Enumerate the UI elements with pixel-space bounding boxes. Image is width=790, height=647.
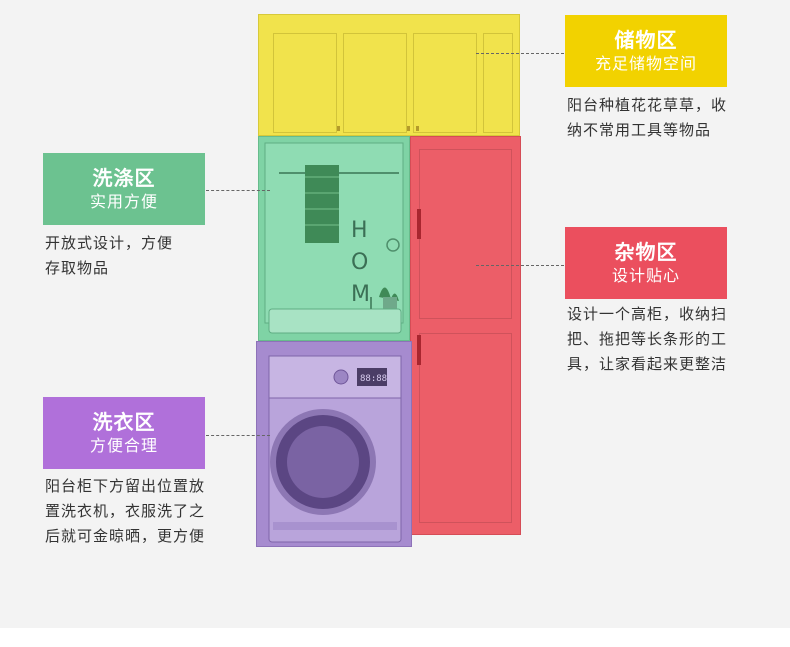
- door-handle: [417, 209, 421, 239]
- hanging-ornament: [386, 238, 400, 252]
- door-handle: [417, 335, 421, 365]
- laundry-zone-title: 洗衣区: [92, 410, 156, 434]
- washing-zone-title: 洗涤区: [92, 166, 156, 190]
- tall-cabinet-door-upper: [419, 149, 512, 319]
- washing-zone-highlight: H O M: [258, 136, 410, 341]
- display-readout: 88:88: [360, 374, 387, 384]
- washing-zone-subtitle: 实用方便: [89, 192, 158, 211]
- washing-machine-drawing: 88:88: [268, 355, 402, 543]
- storage-zone-highlight: [258, 14, 520, 136]
- display-screen: [357, 368, 387, 386]
- storage-zone-subtitle: 充足储物空间: [594, 54, 697, 73]
- leader-line-storage: [476, 53, 564, 54]
- laundry-zone-label: 洗衣区 方便合理: [43, 397, 205, 469]
- misc-zone-subtitle: 设计贴心: [611, 266, 680, 285]
- laundry-zone-description: 阳台柜下方留出位置放 置洗衣机，衣服洗了之 后就可金晾晒，更方便: [45, 477, 206, 545]
- illustration-canvas: H O M 88:88: [0, 0, 790, 628]
- wall-letter: H: [351, 218, 368, 243]
- leader-line-washing: [206, 190, 270, 191]
- program-dial: [333, 369, 349, 385]
- washer-drum: [287, 426, 359, 498]
- leader-line-misc: [476, 265, 564, 266]
- upper-cabinet-door: [413, 33, 477, 133]
- misc-zone-label: 杂物区 设计贴心: [565, 227, 727, 299]
- washing-zone-label: 洗涤区 实用方便: [43, 153, 205, 225]
- misc-zone-highlight: [410, 136, 521, 535]
- leader-line-laundry: [206, 435, 270, 436]
- misc-zone-description: 设计一个高柜，收纳扫 把、拖把等长条形的工 具，让家看起来更整洁: [567, 305, 728, 373]
- tall-cabinet-door-lower: [419, 333, 512, 523]
- washing-area-drawing: H O M: [264, 142, 404, 334]
- storage-zone-label: 储物区 充足储物空间: [565, 15, 727, 87]
- upper-cabinet-door: [343, 33, 407, 133]
- washing-zone-description: 开放式设计，方便 存取物品: [45, 234, 174, 277]
- upper-cabinet-door: [273, 33, 337, 133]
- wall-letter: O: [351, 250, 368, 275]
- laundry-zone-highlight: 88:88: [256, 341, 412, 547]
- misc-zone-title: 杂物区: [614, 240, 678, 264]
- wall-letter: M: [351, 282, 370, 307]
- storage-zone-title: 储物区: [614, 28, 678, 52]
- door-knob: [407, 126, 410, 131]
- laundry-zone-subtitle: 方便合理: [89, 436, 158, 455]
- storage-zone-description: 阳台种植花花草草，收 纳不常用工具等物品: [567, 96, 728, 139]
- sink-basin: [268, 308, 402, 334]
- balcony-cabinet: H O M 88:88: [256, 14, 524, 548]
- door-knob: [416, 126, 419, 131]
- upper-cabinet-door: [483, 33, 513, 133]
- door-knob: [337, 126, 340, 131]
